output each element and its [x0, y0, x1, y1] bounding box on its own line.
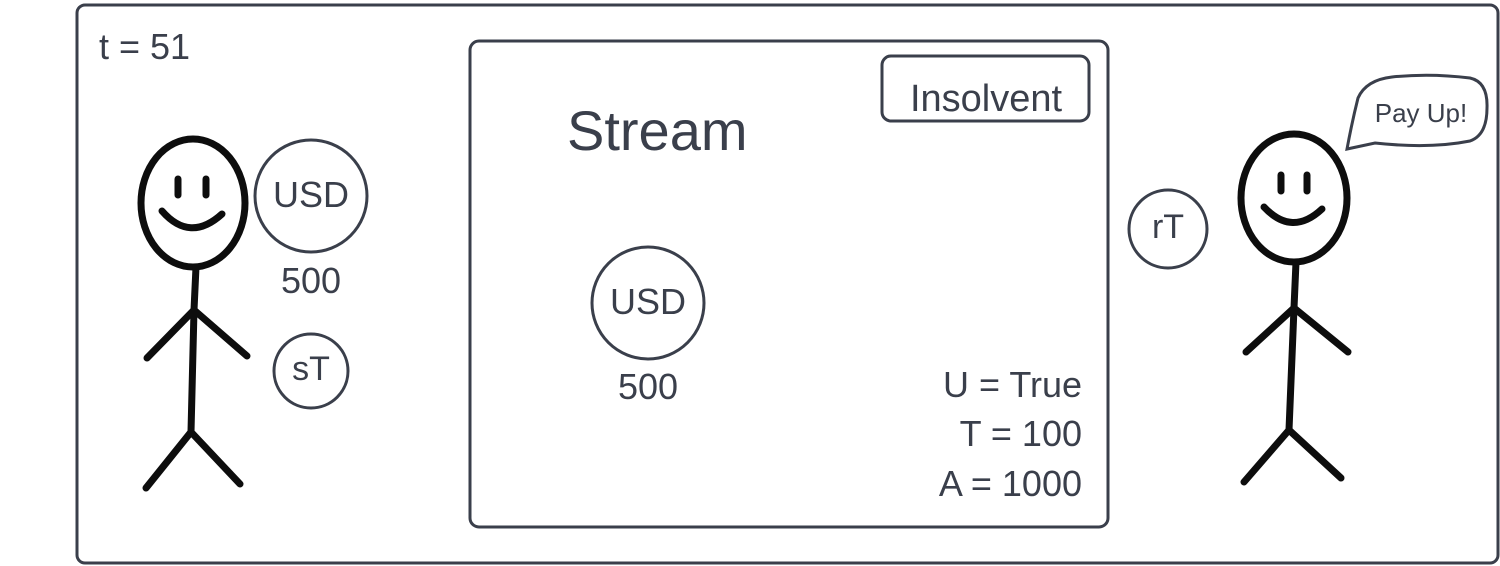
status-badge: Insolvent [880, 54, 1091, 123]
speech-bubble-text: Pay Up! [1375, 98, 1468, 128]
receiver-stream-token: rT [1127, 188, 1209, 270]
receiver-rt-label: rT [1152, 208, 1184, 246]
status-badge-label: Insolvent [910, 78, 1063, 120]
sender-st-circle [272, 332, 350, 410]
stream-box [468, 39, 1110, 529]
receiver-body [1285, 258, 1300, 434]
sender-usd-label: USD [273, 174, 349, 215]
stream-usd-label: USD [610, 281, 686, 322]
receiver-rt-circle [1127, 188, 1209, 270]
stream-title: Stream [567, 99, 748, 162]
sender-arms [143, 306, 251, 362]
param-a: A = 1000 [939, 463, 1082, 504]
sender-usd-circle [253, 138, 369, 254]
status-badge-frame [880, 54, 1091, 123]
sender-st-label: sT [292, 350, 330, 388]
receiver-smile [1260, 203, 1326, 226]
receiver-figure [1237, 130, 1352, 486]
sender-usd-amount: 500 [281, 260, 341, 301]
sender-usd-token: USD [253, 138, 369, 254]
param-t: T = 100 [960, 413, 1082, 454]
stream-usd-token: USD [590, 245, 706, 361]
sender-head [137, 135, 249, 271]
sender-legs [142, 428, 244, 492]
sender-smile [158, 207, 226, 232]
speech-bubble-outline [1345, 73, 1489, 151]
param-u: U = True [943, 364, 1082, 405]
stream-usd-circle [590, 245, 706, 361]
sender-figure [137, 135, 251, 492]
receiver-head [1237, 130, 1351, 266]
stream-usd-amount: 500 [618, 366, 678, 407]
outer-frame [75, 3, 1500, 565]
receiver-arms [1242, 304, 1352, 356]
sender-body [187, 263, 200, 436]
stream-parameters: U = True T = 100 A = 1000 [939, 364, 1082, 504]
receiver-legs [1240, 426, 1345, 486]
sender-stream-token: sT [272, 332, 350, 410]
speech-bubble: Pay Up! [1345, 73, 1489, 151]
time-label: t = 51 [99, 26, 190, 67]
